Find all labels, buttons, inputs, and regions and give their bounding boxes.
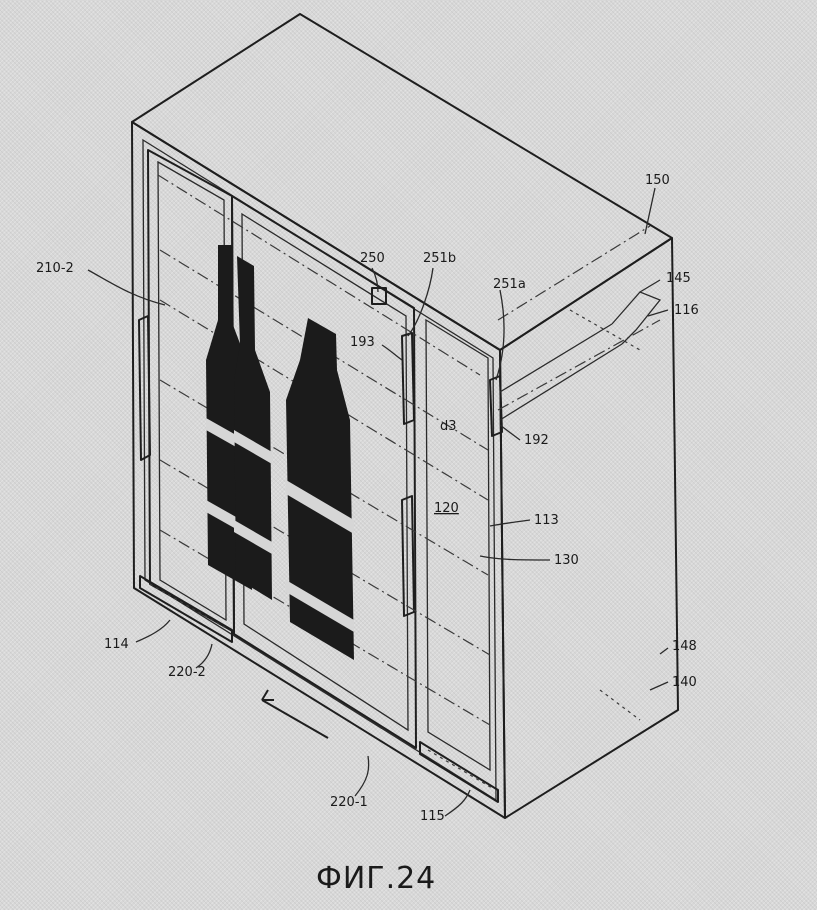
bottle-3 — [286, 318, 354, 660]
label-114: 114 — [104, 637, 129, 652]
label-220-1: 220-1 — [330, 795, 368, 810]
label-113: 113 — [534, 513, 559, 528]
hinge-bracket-145 — [611, 291, 662, 345]
label-251a: 251a — [493, 277, 526, 292]
vent-114 — [139, 575, 233, 643]
leader-lines — [87, 187, 669, 817]
label-250: 250 — [360, 251, 385, 266]
sensor-250 — [371, 287, 387, 305]
door-middle-handle-top — [401, 332, 415, 425]
door-middle-handle-bottom — [401, 495, 415, 617]
label-210-2: 210-2 — [36, 261, 74, 276]
figure-caption: ФИГ.24 — [316, 861, 436, 896]
bottle-2 — [234, 256, 272, 600]
label-251b: 251b — [423, 251, 456, 266]
label-d3: d3 — [440, 419, 457, 434]
label-140: 140 — [672, 675, 697, 690]
vent-115 — [419, 741, 499, 803]
label-193: 193 — [350, 335, 375, 350]
label-115: 115 — [420, 809, 445, 824]
right-compartment — [425, 318, 503, 772]
label-145: 145 — [666, 271, 691, 286]
bottles — [206, 245, 354, 660]
label-150: 150 — [645, 173, 670, 188]
label-130: 130 — [554, 553, 579, 568]
door-left-handle — [138, 315, 151, 461]
reference-labels: 210-2 250 251b 251a 150 145 116 193 d3 1… — [36, 173, 699, 824]
cabinet-front — [131, 121, 506, 819]
right-glass — [425, 318, 491, 772]
slide-arrow — [261, 689, 329, 739]
label-116: 116 — [674, 303, 699, 318]
cabinet-right-side — [499, 237, 679, 819]
label-192: 192 — [524, 433, 549, 448]
label-120: 120 — [434, 501, 459, 516]
door-left-glass — [157, 160, 227, 622]
vents — [139, 575, 499, 803]
label-220-2: 220-2 — [168, 665, 206, 680]
label-148: 148 — [672, 639, 697, 654]
